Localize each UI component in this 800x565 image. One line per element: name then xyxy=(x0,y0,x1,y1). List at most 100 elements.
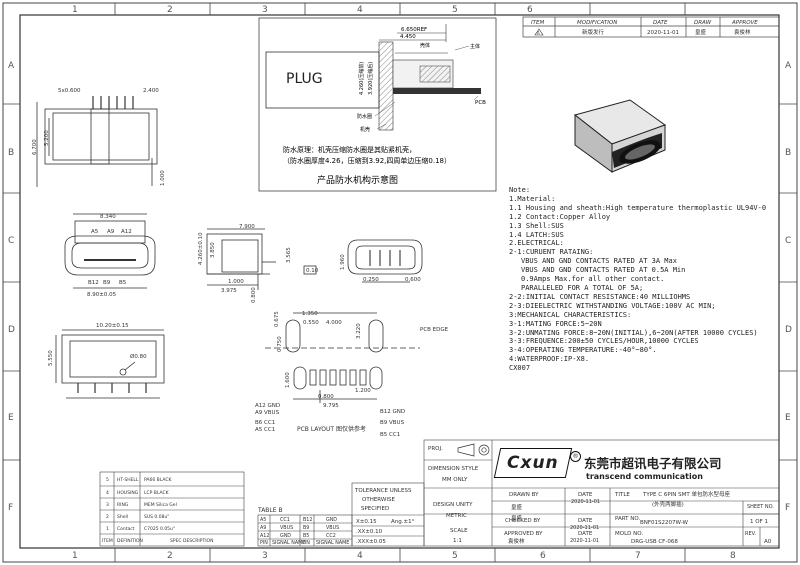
svg-text:.XXX±0.05: .XXX±0.05 xyxy=(356,539,386,545)
svg-text:1:1: 1:1 xyxy=(453,538,462,544)
title-block-text: PROJ. DIMENSION STYLE MM ONLY DESIGN UNI… xyxy=(428,446,774,545)
svg-text:A9 VBUS: A9 VBUS xyxy=(255,410,280,416)
row-label-e-r: E xyxy=(785,413,791,423)
col-label-2b: 2 xyxy=(167,551,173,561)
svg-text:CHECKED BY: CHECKED BY xyxy=(505,518,541,524)
svg-text:A9: A9 xyxy=(107,229,115,235)
svg-text:PCB EDGE: PCB EDGE xyxy=(420,327,449,333)
note-line: PARALLELED FOR A TOTAL OF 5A; xyxy=(521,283,644,292)
revision-table xyxy=(522,16,780,38)
svg-text:DIMENSION STYLE: DIMENSION STYLE xyxy=(428,466,479,472)
company-name-cn: 东莞市超讯电子有限公司 xyxy=(584,456,722,471)
svg-text:4.000: 4.000 xyxy=(326,320,342,326)
svg-text:PIN: PIN xyxy=(260,540,268,546)
row-label-c: C xyxy=(8,236,14,246)
svg-text:1 OF 1: 1 OF 1 xyxy=(750,519,768,525)
zone-ticks xyxy=(3,3,797,562)
row-label-f-r: F xyxy=(785,503,790,513)
note-line: 1.3 Shell:SUS xyxy=(509,221,564,230)
svg-text:SIGNAL NAME: SIGNAL NAME xyxy=(272,540,305,546)
svg-text:B12: B12 xyxy=(303,517,312,523)
col-label-6: 6 xyxy=(527,5,533,15)
col-label-1b: 1 xyxy=(72,551,78,561)
col-label-2: 2 xyxy=(167,5,173,15)
col-label-8b: 8 xyxy=(730,551,736,561)
svg-text:B5 CC1: B5 CC1 xyxy=(380,432,400,438)
svg-text:7.900: 7.900 xyxy=(239,224,255,230)
note-line: 2-3:DIEELECTRIC WITHSTANDING VOLTAGE:100… xyxy=(509,301,716,310)
svg-text:DATE: DATE xyxy=(578,518,593,524)
svg-text:DRAW: DRAW xyxy=(694,20,712,26)
svg-text:0.800: 0.800 xyxy=(251,287,257,303)
svg-text:0.800: 0.800 xyxy=(318,394,334,400)
svg-text:9.795: 9.795 xyxy=(323,403,339,409)
svg-text:3.220: 3.220 xyxy=(356,323,362,339)
svg-text:0.10: 0.10 xyxy=(306,268,319,274)
svg-text:2.400: 2.400 xyxy=(143,88,159,94)
principle-line-2: （防水圈厚度4.26，压缩到3.92,四周单边压缩0.18） xyxy=(283,156,451,165)
svg-text:2020-11-01: 2020-11-01 xyxy=(570,538,599,544)
row-label-d: D xyxy=(8,325,15,335)
dim-3920: 3.920(压缩后) xyxy=(367,62,374,95)
svg-text:新版发行: 新版发行 xyxy=(582,28,605,36)
col-label-6b: 6 xyxy=(540,551,546,561)
checked-by-value-text: 皇盛 xyxy=(511,516,523,522)
svg-text:TYPE C 6PIN SMT 单包防水型母座: TYPE C 6PIN SMT 单包防水型母座 xyxy=(642,490,730,498)
svg-text:TITLE: TITLE xyxy=(614,492,630,498)
bottom-view-dims: 0.250 0.600 1.960 xyxy=(340,254,421,283)
svg-text:GND: GND xyxy=(280,533,291,539)
connector-3d-image xyxy=(573,99,667,173)
col-label-3: 3 xyxy=(262,5,268,15)
col-label-5: 5 xyxy=(452,5,458,15)
tolerance-text: TOLERANCE UNLESS OTHERWISE SPECIFIED X±0… xyxy=(354,488,415,545)
svg-text:2020-11-01: 2020-11-01 xyxy=(570,525,599,531)
svg-text:MOLD NO.: MOLD NO. xyxy=(615,531,643,537)
svg-text:CC2: CC2 xyxy=(326,533,336,539)
col-label-5b: 5 xyxy=(452,551,458,561)
svg-text:5.200: 5.200 xyxy=(44,130,50,146)
dim-6650ref: 6.650REF xyxy=(401,27,427,33)
svg-text:DESIGN UNITY: DESIGN UNITY xyxy=(433,502,473,508)
pcb-layout-drawing xyxy=(265,312,420,403)
svg-text:.XX±0.10: .XX±0.10 xyxy=(356,529,383,535)
svg-text:皇盛: 皇盛 xyxy=(695,28,707,36)
svg-text:DRAWN BY: DRAWN BY xyxy=(509,492,539,498)
svg-text:MODIFICATION: MODIFICATION xyxy=(577,20,617,26)
svg-text:MM ONLY: MM ONLY xyxy=(442,477,468,483)
svg-text:4: 4 xyxy=(106,490,109,496)
svg-text:SUS 0.08u": SUS 0.08u" xyxy=(144,514,169,520)
inner-border xyxy=(19,14,780,549)
row-label-a: A xyxy=(8,61,15,71)
col-label-3b: 3 xyxy=(262,551,268,561)
note-line: 1.2 Contact:Copper Alloy xyxy=(509,212,611,221)
svg-text:8.340: 8.340 xyxy=(100,214,116,220)
svg-text:PCB LAYOUT 图仅供参考: PCB LAYOUT 图仅供参考 xyxy=(297,425,366,433)
top-view-drawing xyxy=(36,96,158,187)
svg-text:PIN: PIN xyxy=(302,540,310,546)
revision-row: A 新版发行 2020-11-01 皇盛 袁俊林 xyxy=(534,28,751,36)
svg-text:Shell: Shell xyxy=(117,514,128,520)
front-view-dims: 8.340 A5 A9 A12 B12 B9 B5 8.90±0.05 xyxy=(87,214,132,298)
note-line: 1.Material: xyxy=(509,194,556,203)
note-line: 3-2:UNMATING FORCE:8~20N(INITIAL),6~20N(… xyxy=(509,328,758,337)
side-view-drawing xyxy=(206,228,317,290)
svg-text:VBUS: VBUS xyxy=(280,525,293,531)
svg-text:5x0.600: 5x0.600 xyxy=(58,88,81,94)
zone-labels: 1 2 3 4 5 6 1 2 3 4 5 6 7 8 A B C D E F … xyxy=(8,5,792,561)
plug-diagram: PLUG 6.650REF 4.450 4.260(压缩前) 3.920(压缩后… xyxy=(265,24,486,186)
note-line: Note: xyxy=(509,186,531,194)
footprint-view-dims: 10.20±0.15 5.550 Ø0.80 xyxy=(48,323,147,366)
svg-text:A12 GND: A12 GND xyxy=(255,403,280,409)
svg-text:ITEM: ITEM xyxy=(531,20,544,26)
revision-headers: ITEM MODIFICATION DATE DRAW APPROVE xyxy=(531,20,758,26)
diagram-caption: 产品防水机构示意图 xyxy=(317,174,398,186)
label-machine-shell: 机壳 xyxy=(360,126,370,133)
svg-text:SHEET NO.: SHEET NO. xyxy=(747,504,774,510)
note-line: 4:WATERPROOF:IP-X8. xyxy=(509,355,590,364)
svg-text:METRIC: METRIC xyxy=(446,513,467,519)
svg-text:A9: A9 xyxy=(260,525,266,531)
note-line: 3-4:OPERATING TEMPERATURE:-40°~80°. xyxy=(509,346,657,355)
svg-text:PROJ.: PROJ. xyxy=(428,446,443,452)
